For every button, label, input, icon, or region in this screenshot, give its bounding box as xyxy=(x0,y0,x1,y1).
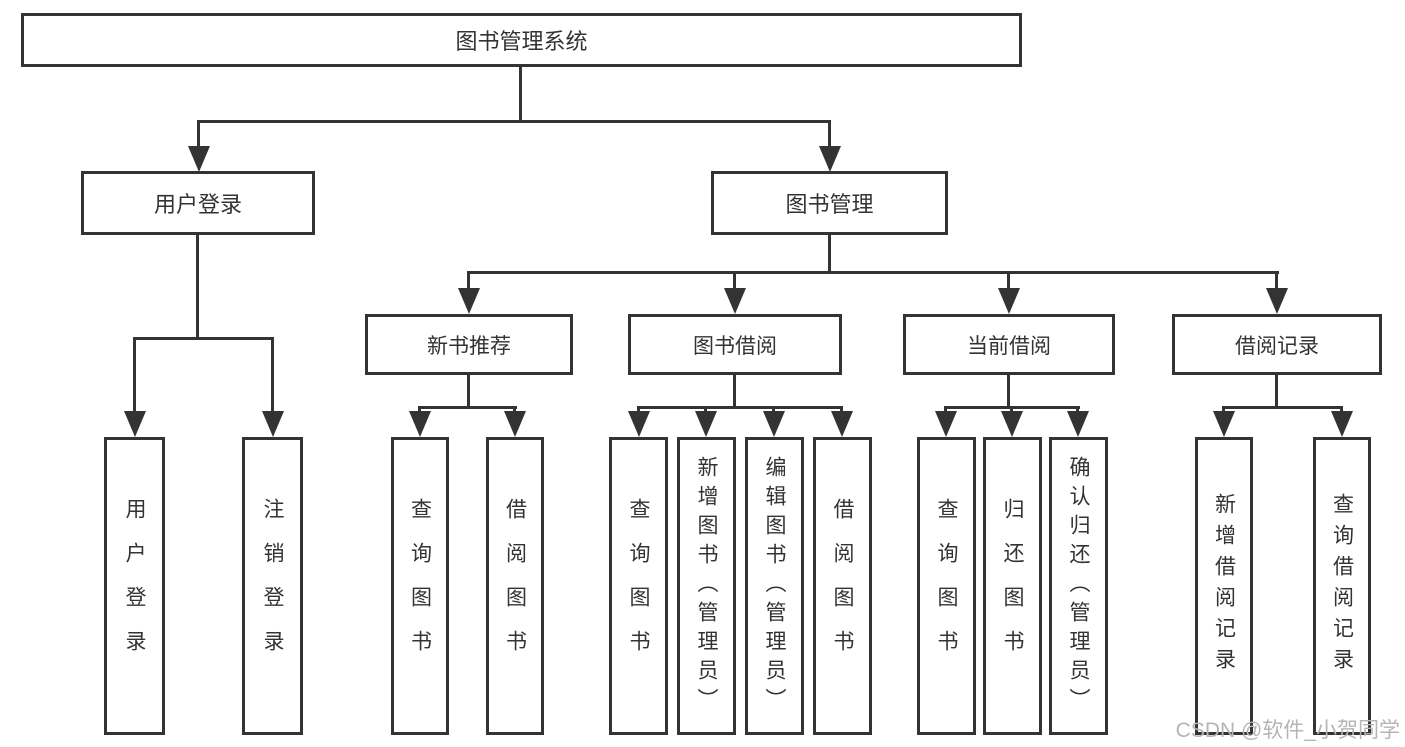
leaf-label: 查询图书 xyxy=(935,498,959,674)
node-label: 借阅记录 xyxy=(1235,334,1319,358)
arrow-down-icon xyxy=(637,406,640,411)
node-borrow-records: 借阅记录 xyxy=(1172,314,1382,375)
connector-line xyxy=(1222,406,1343,409)
connector-line xyxy=(133,337,274,340)
arrow-down-icon xyxy=(1007,271,1010,288)
arrow-down-icon xyxy=(1076,406,1079,411)
leaf-label: 查询借阅记录 xyxy=(1330,493,1354,679)
leaf-label: 查询图书 xyxy=(408,498,432,674)
leaf-label: 新增借阅记录 xyxy=(1212,493,1236,679)
leaf-label: 归还图书 xyxy=(1001,498,1025,674)
leaf-label: 用户登录 xyxy=(123,498,147,674)
node-current-borrow: 当前借阅 xyxy=(903,314,1115,375)
arrow-down-icon xyxy=(944,406,947,411)
arrow-down-icon xyxy=(733,271,736,288)
leaf-query-borrow-record: 查询借阅记录 xyxy=(1313,437,1371,735)
leaf-query-books: 查询图书 xyxy=(391,437,449,735)
node-root: 图书管理系统 xyxy=(21,13,1022,67)
connector-line xyxy=(197,120,831,123)
arrow-down-icon xyxy=(1010,406,1013,411)
connector-line xyxy=(828,234,831,274)
leaf-query-books: 查询图书 xyxy=(609,437,668,735)
leaf-label: 编辑图书（管理员） xyxy=(763,455,787,717)
arrow-down-icon xyxy=(1340,406,1343,411)
arrow-down-icon xyxy=(133,337,136,411)
leaf-user-login: 用户登录 xyxy=(104,437,165,735)
leaf-label: 新增图书（管理员） xyxy=(695,455,719,717)
leaf-label: 借阅图书 xyxy=(503,498,527,674)
node-book-borrow: 图书借阅 xyxy=(628,314,842,375)
connector-line xyxy=(467,271,1279,274)
connector-line xyxy=(467,374,470,409)
leaf-label: 查询图书 xyxy=(627,498,651,674)
leaf-add-books-admin: 新增图书（管理员） xyxy=(677,437,736,735)
arrow-down-icon xyxy=(772,406,775,411)
leaf-query-books: 查询图书 xyxy=(917,437,976,735)
node-new-book-recommend: 新书推荐 xyxy=(365,314,573,375)
arrow-down-icon xyxy=(418,406,421,411)
arrow-down-icon xyxy=(704,406,707,411)
node-label: 用户登录 xyxy=(153,192,242,217)
connector-line xyxy=(1007,374,1010,409)
leaf-return-books: 归还图书 xyxy=(983,437,1042,735)
arrow-down-icon xyxy=(840,406,843,411)
node-label: 当前借阅 xyxy=(967,334,1051,358)
leaf-edit-books-admin: 编辑图书（管理员） xyxy=(745,437,804,735)
arrow-down-icon xyxy=(197,120,200,146)
leaf-label: 确认归还（管理员） xyxy=(1067,455,1091,717)
node-label: 图书借阅 xyxy=(693,334,777,358)
connector-line xyxy=(196,234,199,340)
leaf-borrow-books: 借阅图书 xyxy=(486,437,544,735)
arrow-down-icon xyxy=(1275,271,1278,288)
arrow-down-icon xyxy=(513,406,516,411)
arrow-down-icon xyxy=(1222,406,1225,411)
leaf-add-borrow-record: 新增借阅记录 xyxy=(1195,437,1253,735)
node-label: 图书管理 xyxy=(785,192,874,217)
node-root-label: 图书管理系统 xyxy=(455,29,588,54)
csdn-watermark: CSDN @软件_小贺同学 xyxy=(1175,719,1400,742)
leaf-logout: 注销登录 xyxy=(242,437,303,735)
leaf-borrow-books: 借阅图书 xyxy=(813,437,872,735)
arrow-down-icon xyxy=(828,120,831,146)
node-label: 新书推荐 xyxy=(427,334,511,358)
leaf-label: 注销登录 xyxy=(261,498,285,674)
node-user-login: 用户登录 xyxy=(81,171,315,235)
arrow-down-icon xyxy=(271,337,274,411)
connector-line xyxy=(418,406,517,409)
connector-line xyxy=(733,374,736,409)
leaf-label: 借阅图书 xyxy=(831,498,855,674)
connector-line xyxy=(519,67,522,123)
connector-line xyxy=(1275,374,1278,409)
arrow-down-icon xyxy=(467,271,470,288)
connector-line xyxy=(637,406,843,409)
node-book-management: 图书管理 xyxy=(711,171,948,235)
leaf-confirm-return-admin: 确认归还（管理员） xyxy=(1049,437,1108,735)
